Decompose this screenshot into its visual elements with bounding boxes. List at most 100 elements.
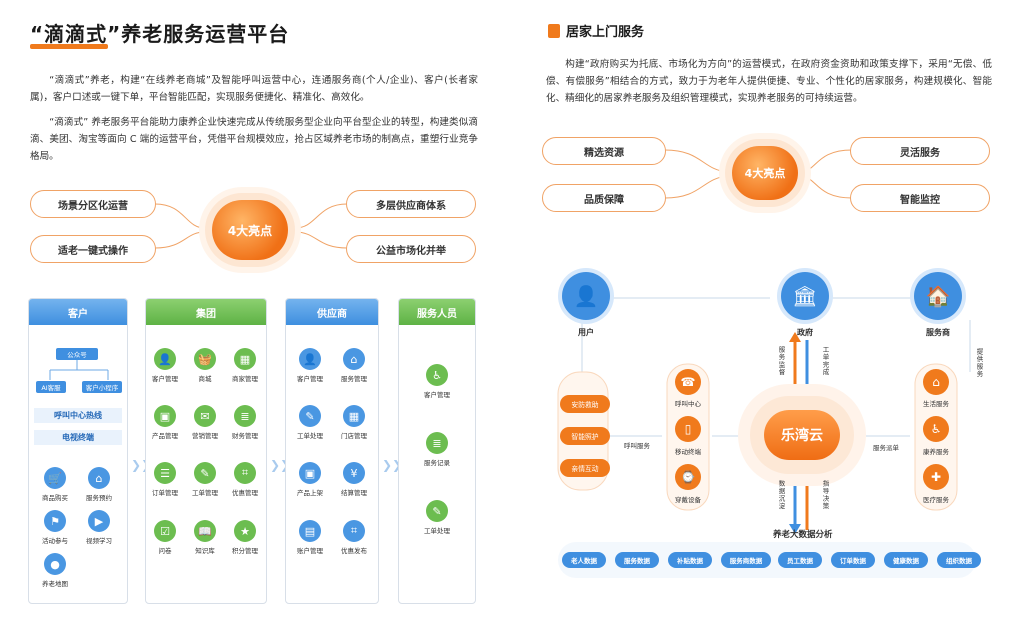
chevron-right-icon: ❯❯ (382, 458, 403, 472)
group-item-finance: ≣财务管理 (222, 405, 268, 440)
cust-item-activity: ⚑活动参与 (32, 510, 78, 545)
highlight-connectors-left (154, 203, 348, 249)
ai-service-box: AI客服 (36, 381, 66, 393)
user-node-label: 用户 (578, 328, 594, 337)
cust-item-map: ●养老地图 (32, 553, 78, 588)
supp-item-discounts: ⌗优惠发布 (331, 520, 377, 555)
government-building-icon: 🏛 (792, 284, 818, 308)
wearable-label: 穿戴设备 (675, 496, 701, 504)
column-supplier-header: 供应商 (286, 299, 378, 325)
tag-icon: ⌗ (343, 520, 365, 542)
ticket-icon: ✎ (426, 500, 448, 522)
group-item-discounts: ⌗优惠管理 (222, 462, 268, 497)
highlights-hub: 4大亮点 (212, 200, 288, 260)
supp-item-tickets: ✎工单处理 (287, 405, 333, 440)
column-group: 集团 (145, 298, 267, 604)
cust-item-shopping: 🛒商品购买 (32, 467, 78, 502)
elderly-care-icon: ♿ (923, 416, 949, 442)
highlight-selected-resources: 精选资源 (542, 137, 666, 165)
store-icon: ▦ (234, 348, 256, 370)
provider-house-icon: 🏠 (925, 284, 951, 308)
section-paragraph: 构建“政府购买为托底、市场化为方向”的运营模式，在政府资金资助和政策支撑下，采用… (546, 59, 992, 104)
chat-icon: ✉ (194, 405, 216, 427)
page-title: “滴滴式”养老服务运营平台 (30, 22, 290, 46)
ticket-complete-label: 工单完成 (821, 346, 829, 376)
highlight-public-market: 公益市场化并举 (346, 235, 476, 263)
big-data-title: 养老大数据分析 (773, 530, 833, 540)
mobile-phone-icon: ▯ (675, 416, 701, 442)
highlight-supplier-system: 多层供应商体系 (346, 190, 476, 218)
group-item-products: ▣产品管理 (142, 405, 188, 440)
mini-program-box: 客户小程序 (82, 381, 122, 393)
highlight-quality: 品质保障 (542, 184, 666, 212)
highlight-one-click: 适老一键式操作 (30, 235, 156, 263)
id-card-icon: ▤ (299, 520, 321, 542)
medical-service-label: 医疗服务 (923, 496, 949, 504)
order-icon: ☰ (154, 462, 176, 484)
data-pill-elderly: 老人数据 (562, 552, 606, 568)
highlight-connectors-right (664, 149, 853, 199)
record-icon: ≣ (426, 432, 448, 454)
right-highlights-hub: 4大亮点 (732, 146, 798, 200)
data-pill-provider: 服务商数据 (721, 552, 771, 568)
group-item-merchants: ▦商家管理 (222, 348, 268, 383)
data-pill-order: 订单数据 (831, 552, 875, 568)
section-title: 居家上门服务 (566, 25, 645, 40)
column-group-header: 集团 (146, 299, 266, 325)
supp-item-listing: ▣产品上架 (287, 462, 333, 497)
highlight-flexible-service: 灵活服务 (850, 137, 990, 165)
data-pill-organization: 组织数据 (937, 552, 981, 568)
data-pill-service: 服务数据 (615, 552, 659, 568)
store-icon: ▦ (343, 405, 365, 427)
staff-item-records: ≣服务记录 (414, 432, 460, 467)
tag-icon: ⌗ (234, 462, 256, 484)
user-node: 👤 (562, 272, 610, 320)
phone-icon: ☎ (675, 369, 701, 395)
box-icon: ▣ (154, 405, 176, 427)
ledger-icon: ≣ (234, 405, 256, 427)
data-pill-staff: 员工数据 (778, 552, 822, 568)
provider-node-label: 服务商 (926, 328, 950, 337)
provider-node: 🏠 (914, 272, 962, 320)
life-service-label: 生活服务 (923, 400, 949, 408)
intro-paragraph-1: “滴滴式”养老，构建“在线养老商城”及智能呼叫运营中心，连通服务商(个人/企业)… (30, 75, 478, 103)
staff-item-customers: ♿客户管理 (414, 364, 460, 399)
group-item-tickets: ✎工单管理 (182, 462, 228, 497)
user-avatar-icon: 👤 (573, 284, 599, 308)
mobile-terminal-label: 移动终端 (675, 448, 701, 456)
cust-item-video: ▶视频学习 (76, 510, 122, 545)
home-service-icon: ⌂ (88, 467, 110, 489)
group-item-points: ★积分管理 (222, 520, 268, 555)
lewan-cloud-center: 乐湾云 (764, 410, 840, 460)
wechat-account-box: 公众号 (56, 348, 98, 360)
basket-icon: 🧺 (194, 348, 216, 370)
user-icon: 👤 (154, 348, 176, 370)
dispatch-label: 服务派单 (873, 444, 899, 452)
highlight-smart-monitoring: 智能监控 (850, 184, 990, 212)
group-item-knowledge: 📖知识库 (182, 520, 228, 555)
cart-icon: 🛒 (44, 467, 66, 489)
supp-item-services: ⌂服务管理 (331, 348, 377, 383)
security-rescue-button: 安防救助 (560, 395, 610, 413)
user-icon: 👤 (299, 348, 321, 370)
star-icon: ★ (234, 520, 256, 542)
supp-item-customers: 👤客户管理 (287, 348, 333, 383)
wheelchair-icon: ♿ (426, 364, 448, 386)
cust-item-appointment: ⌂服务预约 (76, 467, 122, 502)
intro-paragraph-2: “滴滴式” 养老服务平台能助力康养企业快速完成从传统服务型企业向平台型企业的转型… (30, 117, 478, 162)
supp-item-settlement: ¥结算管理 (331, 462, 377, 497)
column-customer-header: 客户 (29, 299, 127, 325)
settlement-icon: ¥ (343, 462, 365, 484)
section-marker-icon (548, 24, 560, 38)
title-underline (30, 44, 108, 49)
book-icon: 📖 (194, 520, 216, 542)
government-node: 🏛 (781, 272, 829, 320)
provide-service-label: 提供服务 (975, 348, 983, 378)
decision-guidance-label: 指导决策 (821, 480, 829, 510)
smart-care-button: 智能照护 (560, 427, 610, 445)
group-item-marketing: ✉营销管理 (182, 405, 228, 440)
ticket-icon: ✎ (194, 462, 216, 484)
column-staff-header: 服务人员 (399, 299, 475, 325)
group-item-survey: ☑问卷 (142, 520, 188, 555)
service-supervision-label: 服务监督 (777, 346, 785, 376)
